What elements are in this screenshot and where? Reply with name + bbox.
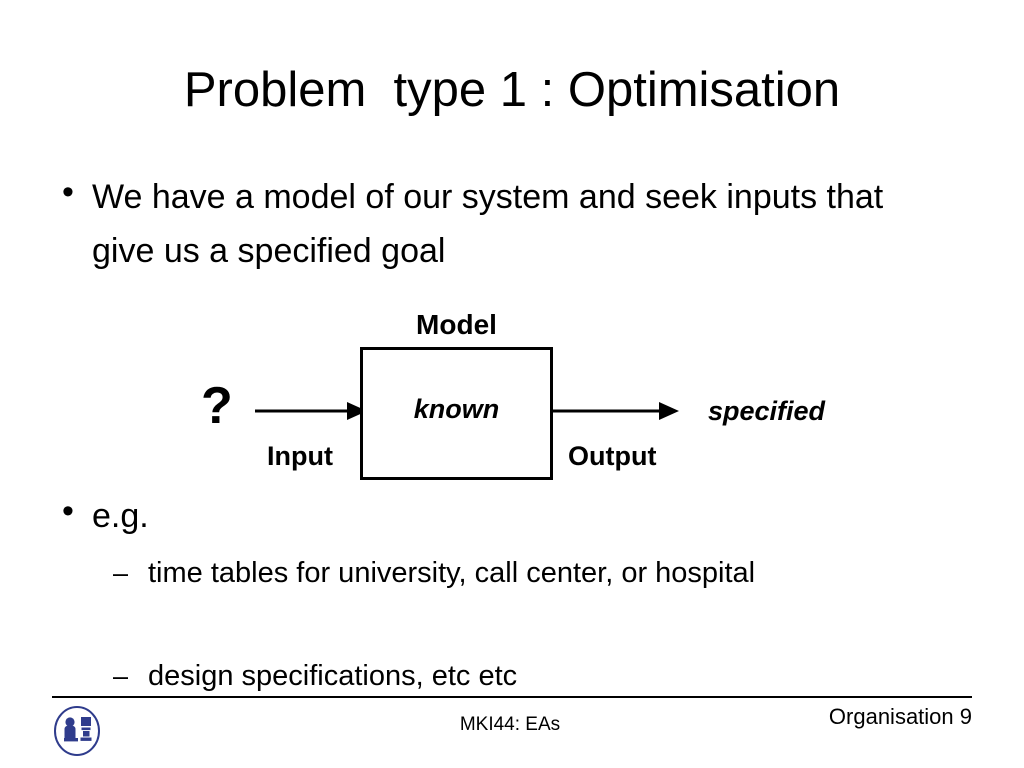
sub-bullet-text: time tables for university, call center,…: [148, 557, 756, 589]
person-at-terminal-logo-icon: [54, 706, 100, 756]
bullet-marker-icon: •: [62, 492, 74, 530]
output-arrow-icon: [551, 402, 679, 420]
footer-divider: [52, 696, 972, 698]
optimisation-flow-diagram: ? Input Model known Output specified: [185, 300, 885, 495]
footer-course-label: MKI44: EAs: [459, 714, 561, 735]
bullet-text: We have a model of our system and seek i…: [92, 178, 884, 270]
bullet-item: • e.g.: [62, 489, 952, 543]
sub-bullet-dash-icon: –: [113, 558, 129, 588]
model-box-title: Model: [416, 309, 497, 340]
sub-bullet-dash-icon: –: [113, 661, 129, 691]
bullet-item: • We have a model of our system and seek…: [62, 170, 952, 278]
sub-bullet-item: – design specifications, etc etc: [113, 652, 913, 700]
footer-section-label: Organisation 9: [828, 704, 972, 729]
sub-bullet-text: design specifications, etc etc: [148, 660, 518, 692]
input-label: Input: [267, 441, 333, 471]
bullet-text: e.g.: [92, 497, 149, 535]
bullet-marker-icon: •: [62, 173, 74, 211]
model-box: [360, 347, 553, 480]
unknown-input-question-mark: ?: [201, 377, 233, 435]
output-label: Output: [568, 441, 657, 471]
model-box-content: known: [413, 394, 500, 424]
page-title: Problem type 1 : Optimisation: [183, 63, 841, 117]
input-arrow-icon: [255, 402, 367, 420]
specified-result-label: specified: [708, 396, 826, 426]
sub-bullet-item: – time tables for university, call cente…: [113, 549, 913, 597]
